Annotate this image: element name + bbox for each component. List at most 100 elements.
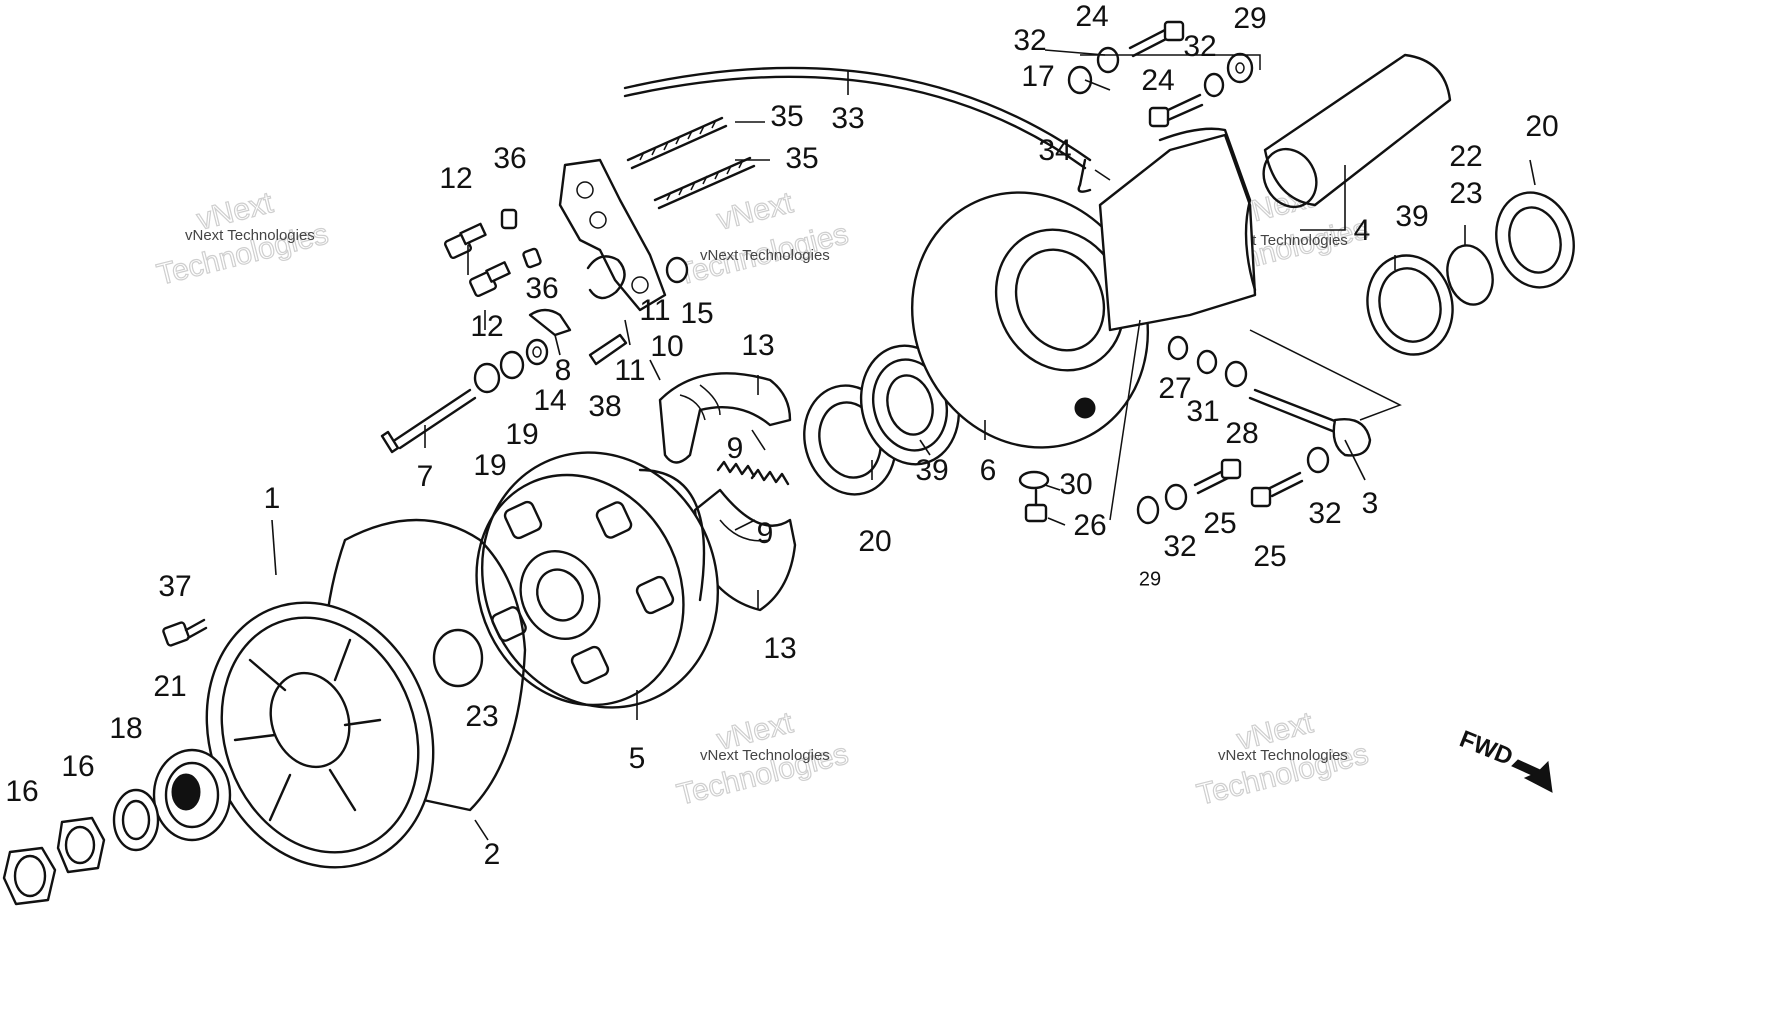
callout-24-top: 24 [1075, 0, 1108, 33]
return-spring-part-10 [586, 255, 626, 300]
callout-39-middle: 39 [915, 454, 948, 487]
washer-part-29-top [1226, 52, 1254, 84]
callout-11-lower: 11 [614, 354, 645, 387]
callout-19-right: 19 [505, 418, 538, 451]
brake-lever-plate-part-10 [558, 158, 667, 312]
callout-15: 15 [680, 297, 713, 330]
lever-hole-1 [576, 181, 594, 199]
callout-18: 18 [109, 712, 142, 745]
callout-36-lower: 36 [525, 272, 558, 305]
callout-16-right: 16 [61, 750, 94, 783]
washer-part-14 [499, 350, 525, 380]
bracket-line-upper [1080, 54, 1261, 70]
spring-part-9-left [716, 460, 756, 478]
callout-12-lower: 12 [470, 310, 503, 343]
nut-part-16-right [56, 816, 106, 874]
bolt-part-12-upper [444, 222, 487, 260]
callout-3: 3 [1362, 487, 1379, 520]
callout-21: 21 [153, 670, 186, 703]
watermark-big-3: vNext [714, 186, 797, 237]
washer-part-8 [525, 338, 549, 366]
leader-lines [271, 49, 1536, 841]
callout-32-top-left: 32 [1013, 24, 1046, 57]
washer-part-31 [1196, 349, 1218, 375]
callout-36-upper: 36 [493, 142, 526, 175]
seal-part-23-small [432, 628, 484, 688]
callout-4: 4 [1354, 214, 1371, 247]
washer-part-18-hole [121, 799, 151, 841]
cable-part-33 [623, 66, 1092, 162]
callout-37: 37 [158, 570, 191, 603]
watermark-small-6: vNext Technologies [1218, 747, 1348, 764]
callout-8: 8 [555, 354, 572, 387]
oil-seal-part-21 [152, 748, 232, 842]
callout-9-lower: 9 [757, 517, 774, 550]
bearing-part-39-right [1366, 254, 1454, 356]
bolt-part-12-lower [469, 261, 511, 298]
washer-part-28 [1224, 360, 1248, 388]
callout-11-upper: 11 [639, 294, 670, 327]
callout-39-right: 39 [1395, 200, 1428, 233]
callout-20-right: 20 [1525, 110, 1558, 143]
callout-23-right: 23 [1449, 177, 1482, 210]
callout-19-left: 19 [473, 449, 506, 482]
lever-hole-2 [589, 211, 607, 229]
callout-25-right: 25 [1253, 540, 1286, 573]
bracket-line-left [1109, 319, 1141, 521]
spring-part-9-right [750, 468, 790, 486]
callout-13-lower: 13 [763, 632, 796, 665]
washer-part-29-hole [1235, 62, 1245, 74]
nut-part-27 [1167, 335, 1189, 361]
callout-28: 28 [1225, 417, 1258, 450]
ring-part-23 [1446, 244, 1494, 306]
callout-32-bottom-right: 32 [1308, 497, 1341, 530]
callout-14: 14 [533, 384, 566, 417]
fwd-arrow-icon [1511, 759, 1553, 793]
callout-31: 31 [1186, 395, 1219, 428]
axle-housing-tube [1098, 133, 1257, 332]
callout-29-top: 29 [1233, 2, 1266, 35]
washer-part-32-lower-right [1306, 446, 1330, 474]
rod-part-7-end [380, 430, 400, 454]
bolt-part-37 [162, 618, 208, 647]
callout-9-upper: 9 [727, 432, 744, 465]
cable-end-part-34 [1077, 158, 1092, 193]
washer-part-18 [112, 788, 160, 852]
washer-part-17 [1067, 65, 1093, 95]
callout-20-middle: 20 [858, 525, 891, 558]
washer-part-32-bottom [1164, 483, 1188, 511]
bolt-part-26 [1024, 488, 1048, 523]
callout-24-middle: 24 [1141, 64, 1174, 97]
callout-23-left: 23 [465, 700, 498, 733]
callout-labels: 1 2 3 4 5 6 7 8 9 9 10 11 11 12 12 13 13… [5, 0, 1558, 871]
callout-27: 27 [1158, 372, 1191, 405]
callout-29-bottom: 29 [1139, 568, 1161, 590]
nut-part-19 [473, 362, 501, 394]
callout-7: 7 [417, 460, 434, 493]
rod-part-7 [393, 388, 472, 442]
part-15 [665, 256, 689, 284]
callout-13-upper: 13 [741, 329, 774, 362]
brake-shoe-part-13-upper [658, 372, 792, 464]
callout-35-upper: 35 [770, 100, 803, 133]
callout-12-upper: 12 [439, 162, 472, 195]
axle-housing-flange [1158, 127, 1257, 292]
callout-32-bottom: 32 [1163, 530, 1196, 563]
callout-30: 30 [1059, 468, 1092, 501]
pin-part-36-lower [522, 247, 542, 269]
callout-35-lower: 35 [785, 142, 818, 175]
washer-part-8-hole [532, 346, 542, 358]
bolt-part-24-top [1128, 20, 1185, 58]
watermark-small-2: vNext Technologies [700, 247, 830, 264]
arm-part-3 [1248, 388, 1372, 457]
callout-26: 26 [1073, 509, 1106, 542]
callout-22: 22 [1449, 140, 1482, 173]
washer-part-29-bottom [1136, 495, 1160, 525]
bracket-line-lower [1249, 329, 1402, 421]
rod-part-7-b [398, 396, 477, 450]
spring-part-35-upper [626, 116, 728, 170]
bolt-part-24-middle [1148, 93, 1204, 128]
lever-hole-3 [631, 276, 649, 294]
callout-1: 1 [264, 482, 281, 515]
bolt-part-38 [588, 333, 628, 366]
